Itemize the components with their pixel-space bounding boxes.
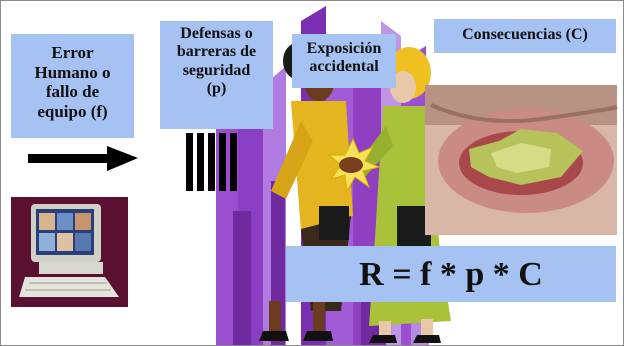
error-line-4: equipo (f)	[37, 101, 108, 121]
defensas-line-2: barreras de	[176, 43, 257, 61]
error-line-3: fallo de	[45, 82, 100, 102]
exposicion-line-2: accidental	[309, 58, 379, 76]
defensas-line-3: seguridad	[182, 61, 251, 79]
barrier-bars-icon	[186, 133, 237, 191]
exposicion-line-1: Exposición	[306, 40, 382, 57]
error-line-2: Humano o	[34, 62, 111, 82]
error-humano-label: Error Humano o fallo de equipo (f)	[11, 34, 134, 138]
defensas-line-1: Defensas o	[180, 25, 253, 42]
wound-photo	[425, 85, 618, 235]
risk-formula: R = f * p * C	[286, 246, 616, 302]
error-line-1: Error	[51, 43, 94, 62]
computer-icon	[11, 197, 128, 307]
consecuencias-label: Consecuencias (C)	[434, 19, 616, 53]
exposicion-label: Exposición accidental	[292, 34, 396, 88]
defensas-line-4: (p)	[206, 80, 227, 98]
defensas-label: Defensas o barreras de seguridad (p)	[160, 21, 273, 129]
right-arrow-icon	[28, 146, 138, 171]
